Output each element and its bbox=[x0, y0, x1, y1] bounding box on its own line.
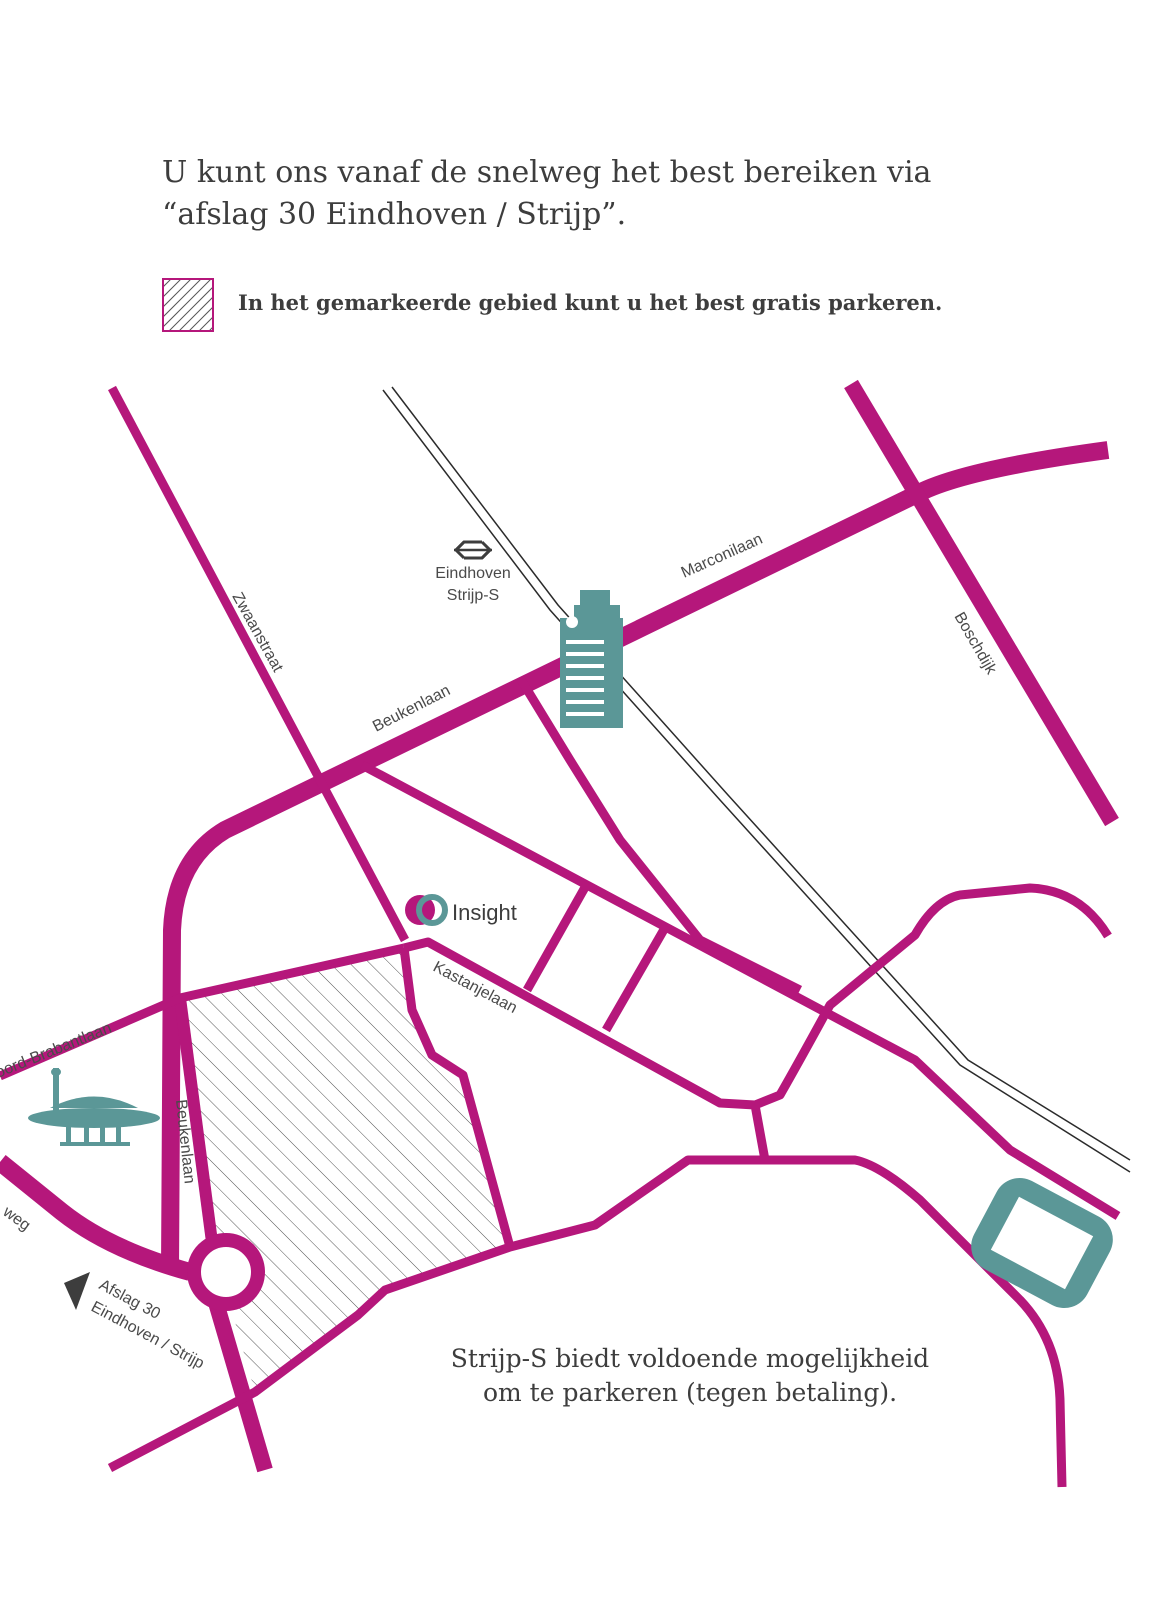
evoluon-icon bbox=[28, 1068, 160, 1146]
road-connector-1 bbox=[523, 879, 592, 993]
road-diagonal-east bbox=[359, 761, 1121, 1220]
strijp-note-line-1: Strijp-S biedt voldoende mogelijkheid bbox=[450, 1344, 930, 1373]
intro-line-2: “afslag 30 Eindhoven / Strijp”. bbox=[162, 197, 627, 232]
road-kastanjelaan bbox=[402, 937, 770, 1161]
road-south bbox=[107, 1155, 1067, 1488]
hatched-area-icon bbox=[162, 278, 214, 332]
station-name-2: Strijp-S bbox=[447, 587, 499, 604]
stadium-icon bbox=[971, 1177, 1113, 1309]
road-zwaanstraat bbox=[108, 385, 409, 943]
strijp-s-parking-note: Strijp-S biedt voldoende mogelijkheid om… bbox=[410, 1342, 970, 1410]
strijp-note-line-2: om te parkeren (tegen betaling). bbox=[482, 1378, 898, 1407]
road-inner bbox=[399, 947, 515, 1249]
railway bbox=[382, 386, 1131, 1173]
road-connector-2 bbox=[602, 923, 670, 1033]
label-highway-weg: weg bbox=[0, 1203, 33, 1235]
roads bbox=[0, 379, 1121, 1488]
ns-train-icon bbox=[453, 540, 493, 560]
station-name-1: Eindhoven bbox=[435, 565, 511, 582]
roundabout bbox=[187, 1233, 265, 1311]
exit-arrow-icon bbox=[64, 1272, 90, 1310]
road-noord-brabantlaan bbox=[0, 943, 405, 1081]
intro-text: U kunt ons vanaf de snelweg het best ber… bbox=[162, 152, 1062, 236]
road-highway bbox=[0, 1154, 193, 1281]
insight-logo-icon bbox=[405, 894, 448, 926]
road-boschdijk bbox=[844, 379, 1119, 827]
intro-line-1: U kunt ons vanaf de snelweg het best ber… bbox=[162, 155, 932, 190]
legend-text: In het gemarkeerde gebied kunt u het bes… bbox=[238, 290, 943, 315]
parking-legend: In het gemarkeerde gebied kunt u het bes… bbox=[162, 278, 1122, 334]
road-beukenlaan-north bbox=[174, 997, 218, 1243]
strijp-s-tower-icon bbox=[560, 590, 623, 728]
insight-label: Insight bbox=[452, 900, 517, 925]
road-tower-south bbox=[516, 675, 803, 995]
road-east-curve bbox=[753, 883, 1112, 1110]
